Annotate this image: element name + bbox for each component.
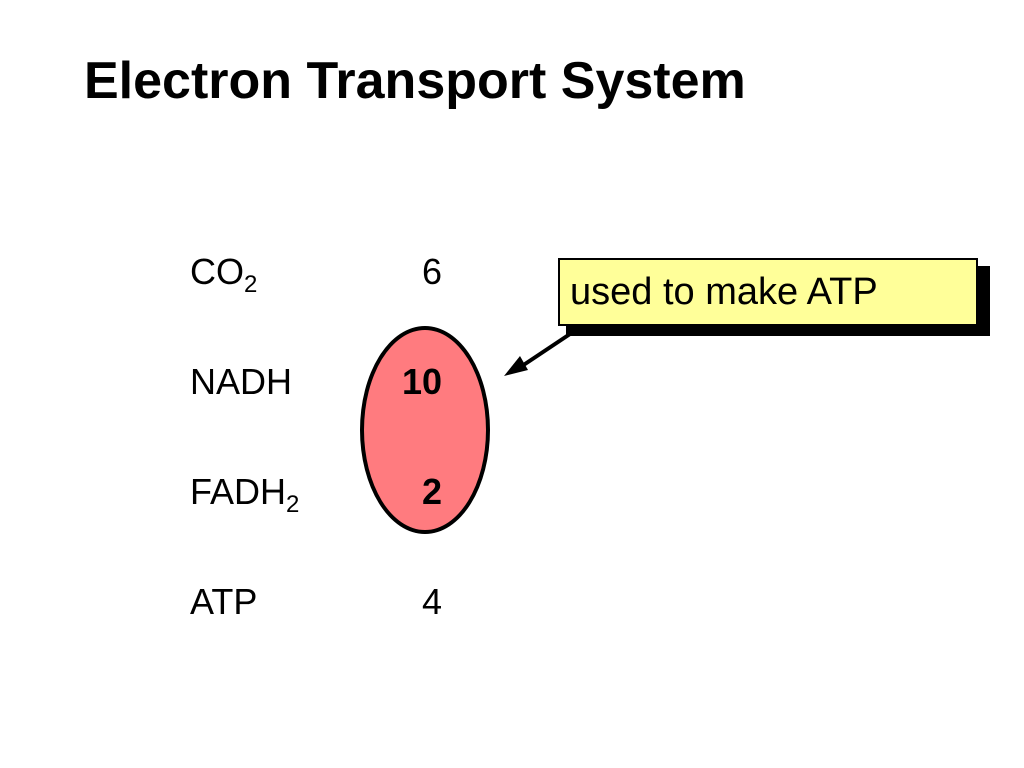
page-title: Electron Transport System	[84, 52, 746, 110]
highlight-ellipse	[360, 326, 490, 534]
row-label-atp: ATP	[190, 581, 258, 622]
row-value-nadh: 10	[401, 361, 442, 402]
callout-box: used to make ATP	[558, 258, 978, 326]
row-value-co2: 6	[421, 251, 442, 292]
row-label-co2: CO2	[190, 251, 258, 298]
row-value-fadh2: 2	[421, 471, 442, 512]
row-value-atp: 4	[421, 581, 442, 622]
row-label-fadh2: FADH2	[190, 471, 300, 518]
row-label-nadh: NADH	[190, 361, 293, 402]
